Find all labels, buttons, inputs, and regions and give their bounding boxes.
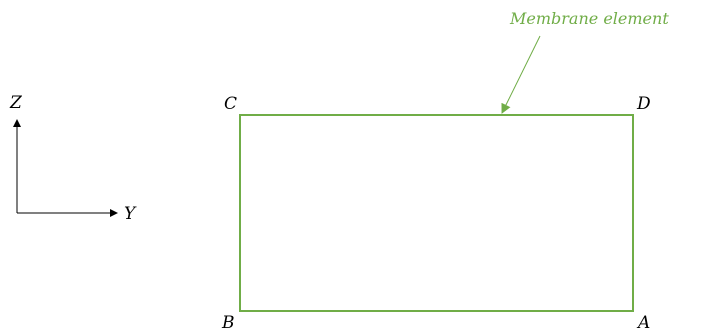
callout-arrow <box>501 35 541 114</box>
axes-group: Z Y <box>9 93 137 224</box>
callout-group: Membrane element <box>501 9 669 114</box>
z-axis-label: Z <box>9 93 23 113</box>
membrane-element-rect <box>239 114 634 312</box>
corner-label-a: A <box>636 313 650 330</box>
membrane-element-callout: Membrane element <box>509 9 669 28</box>
corner-label-b: B <box>221 313 235 330</box>
corner-label-d: D <box>636 94 651 114</box>
y-axis-label: Y <box>124 204 137 224</box>
corner-label-c: C <box>224 94 237 114</box>
